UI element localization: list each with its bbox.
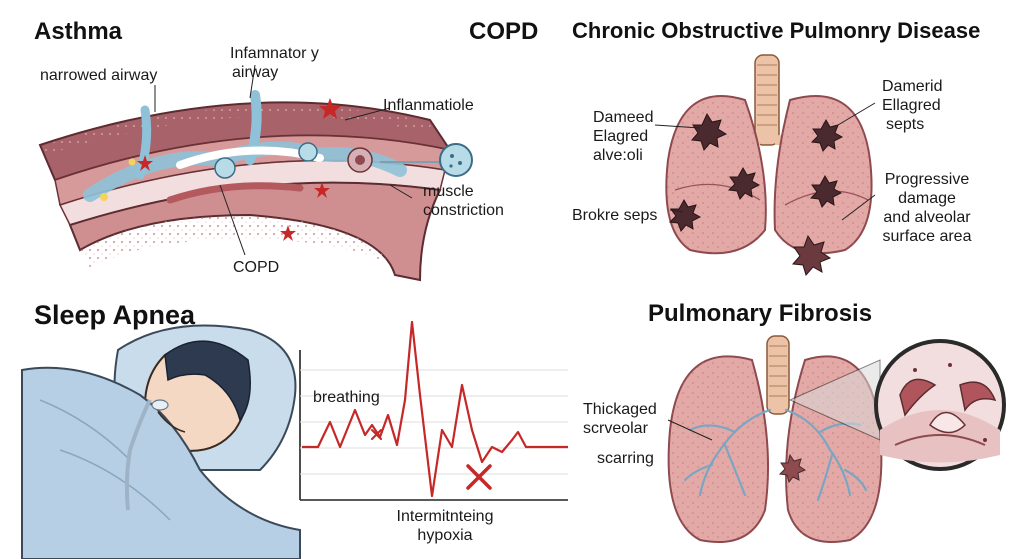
label-inflammatory-line1: Infamnator y <box>230 45 319 62</box>
label-progressive-line4: surface area <box>882 228 972 245</box>
label-intermittent: Intermitnteing <box>396 508 494 525</box>
label-scarring: scarring <box>597 450 654 467</box>
label-hypoxia: hypoxia <box>417 527 473 544</box>
label-damerid-line2: Ellagred <box>882 97 941 114</box>
copd-lungs-illustration <box>654 54 876 277</box>
fibrosis-lungs-illustration <box>667 335 1006 543</box>
label-thickened: Thickaged <box>583 401 657 418</box>
damage-spot-icon <box>668 112 844 232</box>
label-damerid-line3: septs <box>886 116 925 133</box>
label-narrowed-airway: narrowed airway <box>40 67 158 84</box>
asthma-airway-illustration <box>38 64 473 282</box>
label-progressive-line2: damage <box>898 190 956 207</box>
label-asthma-copd: COPD <box>233 259 280 276</box>
x-mark-icon <box>466 464 492 490</box>
x-mark-icon <box>371 429 382 440</box>
label-inflammatory-line2: airway <box>232 64 279 81</box>
label-constriction: constriction <box>423 202 504 219</box>
label-broken-septs: Brokre seps <box>572 207 658 224</box>
copd-title: COPD <box>469 18 539 45</box>
label-breathing: breathing <box>313 389 380 406</box>
label-damaged-line3: alve:oli <box>593 147 643 164</box>
sleeping-person-illustration <box>21 324 301 559</box>
breathing-chart <box>299 320 568 501</box>
label-progressive-line1: Progressive <box>884 171 970 188</box>
label-muscle: muscle <box>423 183 474 200</box>
asthma-title: Asthma <box>34 18 123 45</box>
label-progressive-line3: and alveolar <box>883 209 971 226</box>
label-damaged-line2: Elagred <box>593 128 649 145</box>
sleep-apnea-title: Sleep Apnea <box>34 300 196 330</box>
label-damerid-line1: Damerid <box>882 78 943 95</box>
star-cell-icon <box>137 98 341 241</box>
fibrosis-title: Pulmonary Fibrosis <box>648 300 873 327</box>
label-inflammatiole: Inflanmatiole <box>383 97 474 114</box>
copd-full-title: Chronic Obstructive Pulmonry Disease <box>572 18 981 43</box>
magnify-lens-icon <box>874 339 1006 471</box>
label-damaged-line1: Dameed <box>593 109 654 126</box>
label-alveolar: scrveolar <box>583 420 648 437</box>
